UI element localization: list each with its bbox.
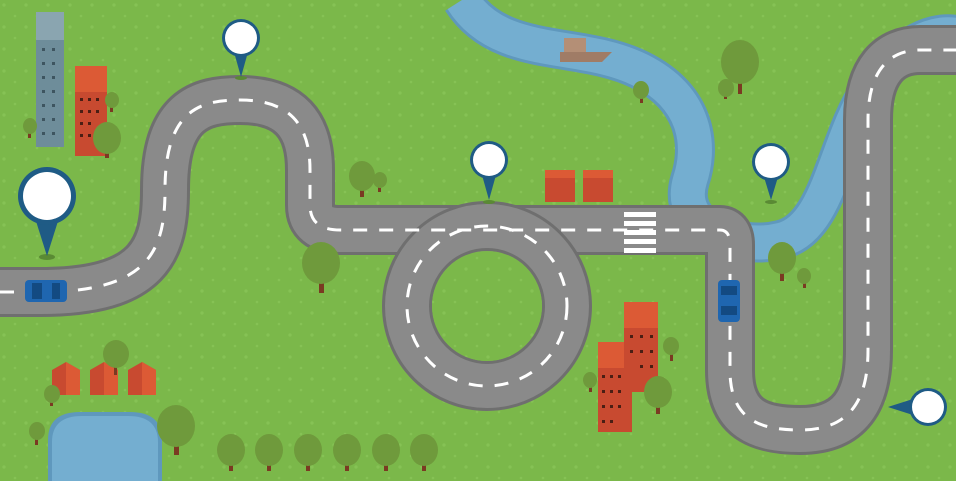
tree-icon bbox=[333, 434, 361, 471]
tree-icon bbox=[373, 172, 387, 192]
tree-icon bbox=[103, 340, 129, 375]
tree-icon bbox=[93, 122, 121, 158]
pedestrian-crossing bbox=[624, 212, 656, 253]
tree-icon bbox=[372, 434, 400, 471]
pin-end-right-map-pin-icon[interactable] bbox=[888, 388, 947, 426]
trees bbox=[23, 40, 811, 471]
tree-icon bbox=[157, 405, 195, 455]
tree-icon bbox=[294, 434, 322, 471]
pin-large-start-map-pin-icon[interactable] bbox=[18, 167, 76, 260]
tree-icon bbox=[302, 242, 340, 293]
pin-top-hill-map-pin-icon[interactable] bbox=[222, 19, 260, 80]
tower-red-right-building-icon bbox=[598, 302, 658, 432]
tree-icon bbox=[217, 434, 245, 471]
tree-icon bbox=[721, 40, 759, 94]
tree-icon bbox=[44, 385, 60, 406]
tree-icon bbox=[255, 434, 283, 471]
tree-icon bbox=[768, 242, 796, 281]
boat-icon bbox=[560, 38, 612, 62]
pin-center-map-pin-icon[interactable] bbox=[470, 141, 508, 204]
tree-icon bbox=[583, 372, 597, 392]
tree-icon bbox=[797, 268, 811, 288]
pond bbox=[48, 412, 162, 481]
car-left-car-icon[interactable] bbox=[25, 280, 67, 302]
tower-blue-building-icon bbox=[36, 12, 64, 147]
houses-top-house-icon bbox=[545, 170, 613, 202]
pin-river-bend-map-pin-icon[interactable] bbox=[752, 143, 790, 204]
car-right-car-icon[interactable] bbox=[718, 280, 740, 322]
tree-icon bbox=[29, 422, 45, 445]
tree-icon bbox=[23, 118, 37, 138]
tree-icon bbox=[644, 376, 672, 414]
tree-icon bbox=[410, 434, 438, 471]
houses-bottom-house-icon bbox=[52, 362, 156, 395]
tree-icon bbox=[663, 337, 679, 361]
tree-icon bbox=[718, 79, 734, 99]
tree-icon bbox=[349, 161, 375, 197]
tree-icon bbox=[633, 81, 649, 103]
tree-icon bbox=[105, 92, 119, 112]
road-network bbox=[0, 25, 956, 455]
